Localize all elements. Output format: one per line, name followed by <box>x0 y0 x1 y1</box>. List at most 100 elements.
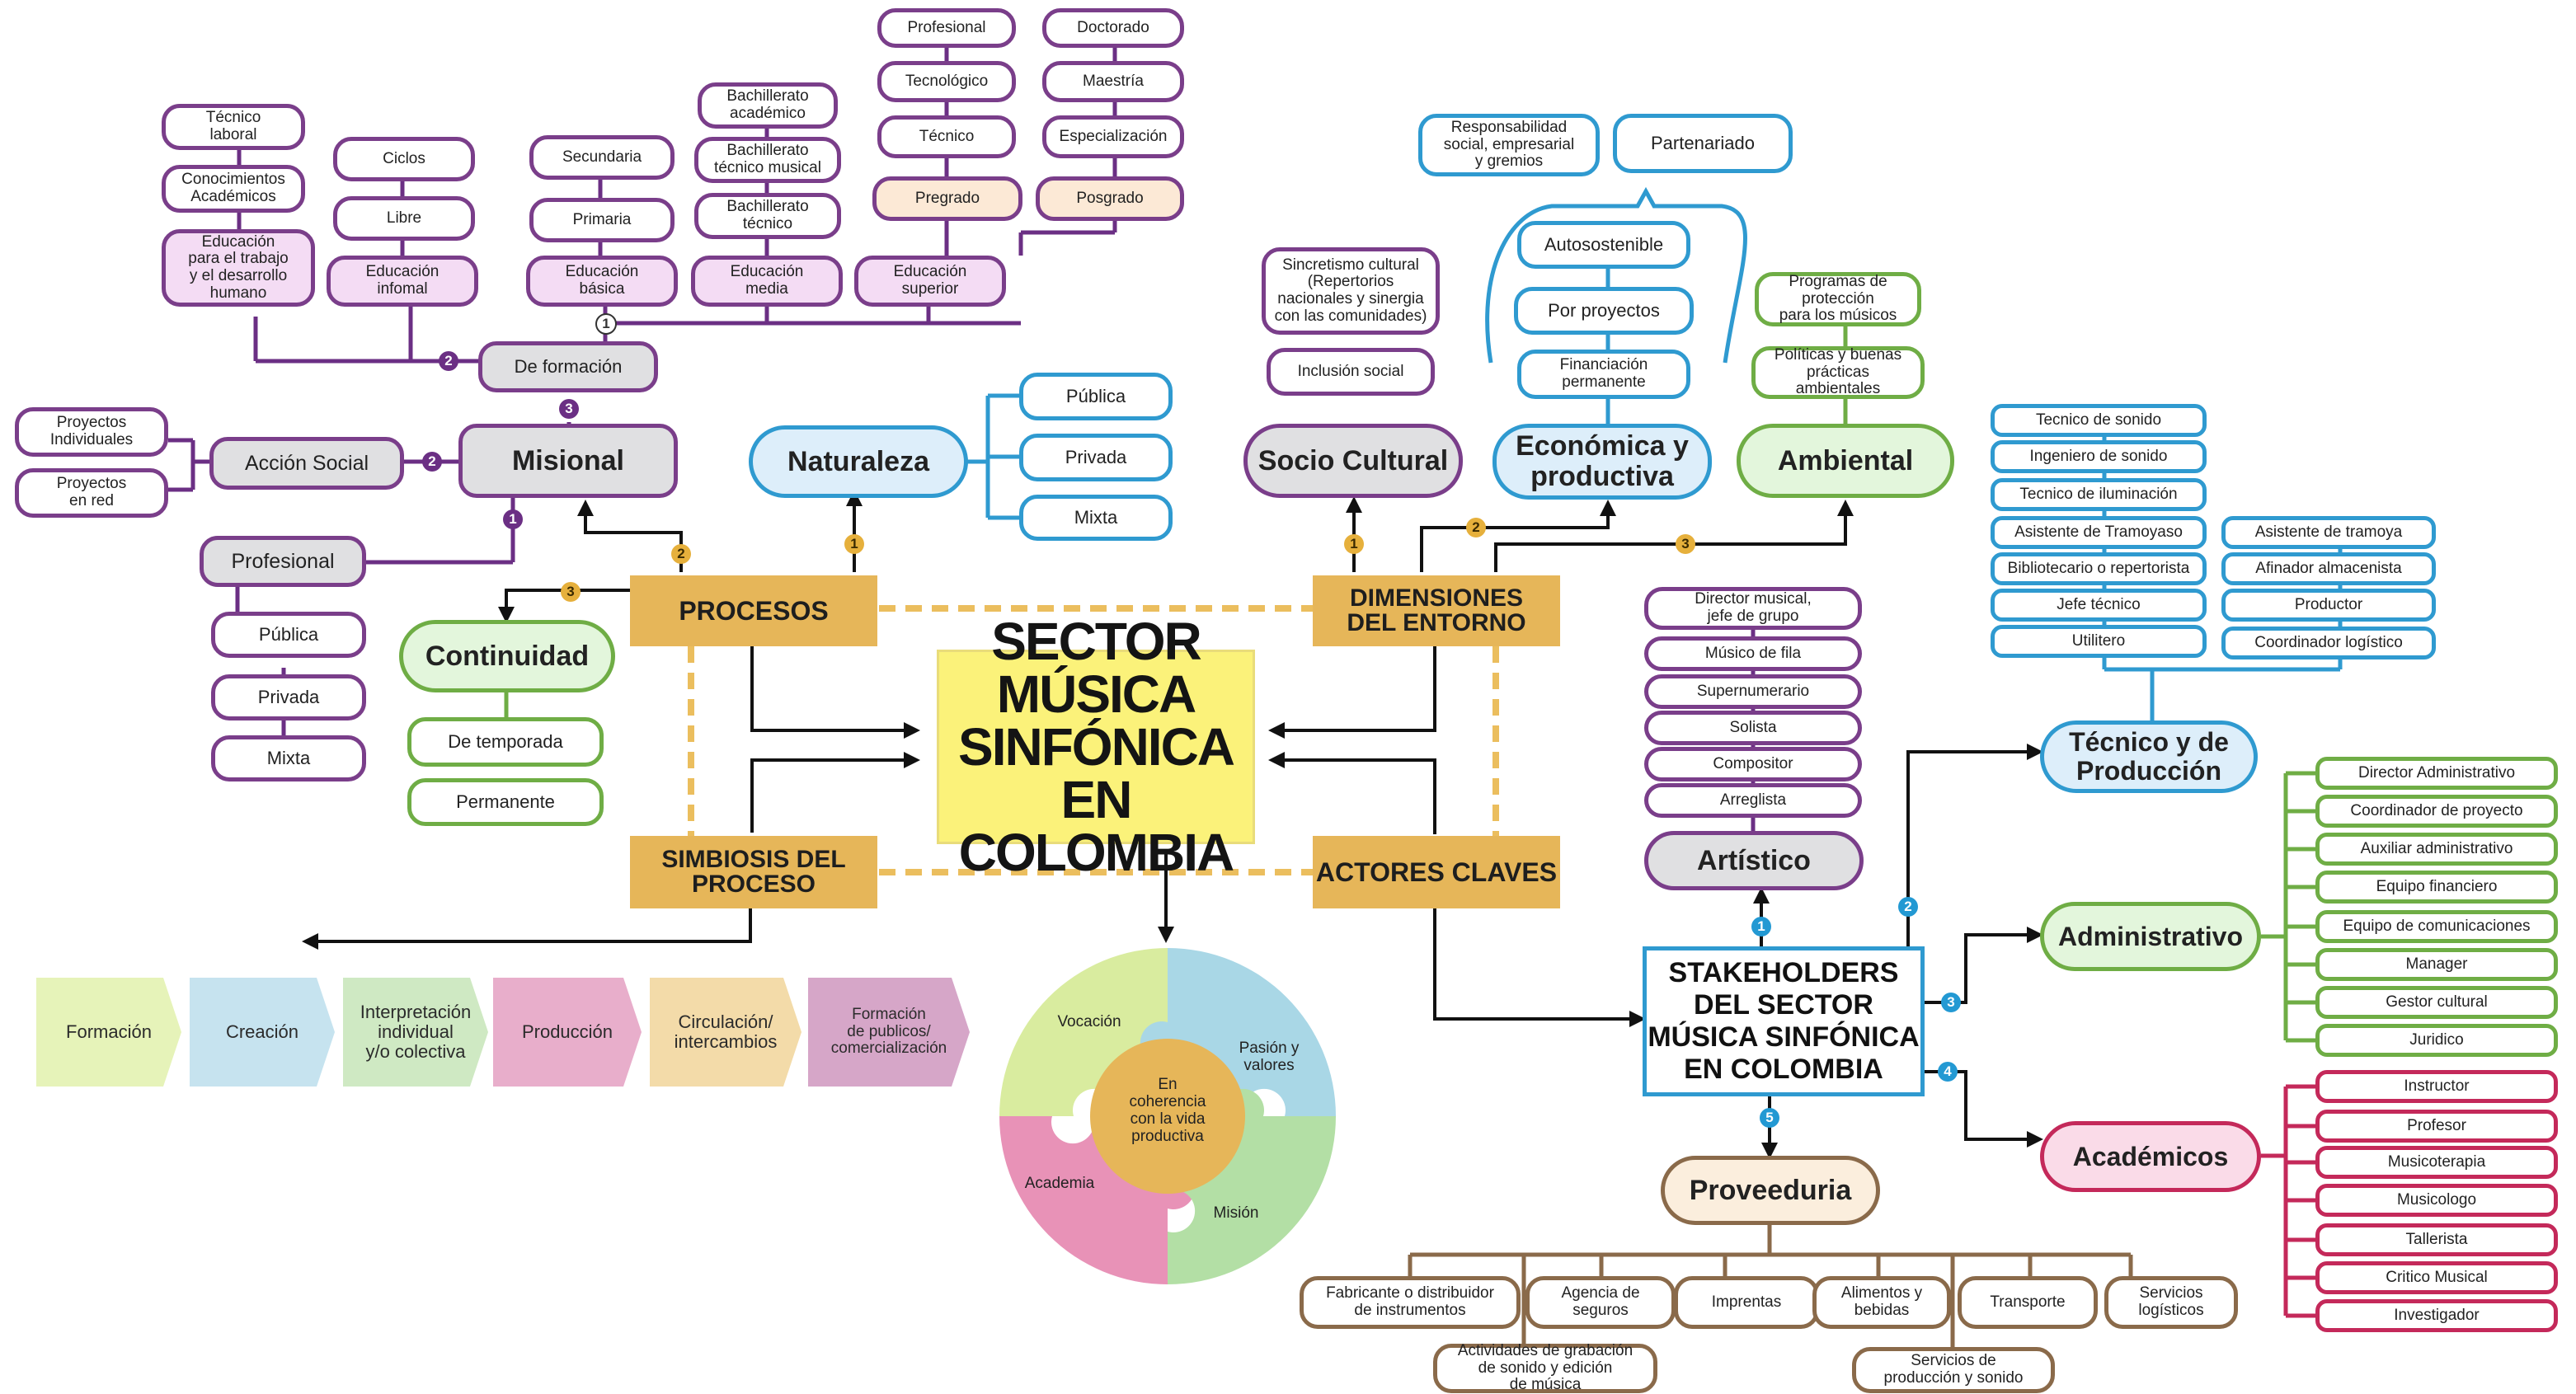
programas-node: Programas de protección para los músicos <box>1755 272 1921 326</box>
pillar-dimensiones: DIMENSIONES DEL ENTORNO <box>1313 575 1560 646</box>
autosostenible-node: Autosostenible <box>1517 221 1690 269</box>
primaria-node: Primaria <box>529 198 675 242</box>
bachillerato-academico-node: Bachillerato académico <box>698 82 838 129</box>
admin-item-4: Equipo financiero <box>2315 871 2558 904</box>
puzzle-center-label: En coherencia con la vida productiva <box>1129 1076 1206 1145</box>
profesional-privada: Privada <box>211 674 366 720</box>
tecnico-right-1: Asistente de tramoya <box>2221 516 2436 549</box>
educacion-basica-node: Educación básica <box>526 256 678 307</box>
naturaleza-node: Naturaleza <box>749 425 968 498</box>
proveeduria-item-6: Servicios de producción y sonido <box>1852 1347 2055 1393</box>
naturaleza-privada: Privada <box>1019 434 1173 481</box>
tecnico-left-5: Bibliotecario o repertorista <box>1991 552 2207 585</box>
badge-four: 4 <box>1938 1062 1958 1082</box>
misional-node: Misional <box>458 424 678 498</box>
naturaleza-mixta: Mixta <box>1019 495 1173 541</box>
badge-three: 3 <box>559 399 579 419</box>
badge-two: 2 <box>422 452 442 472</box>
badge-two: 2 <box>1466 518 1486 537</box>
tecnico-left-6: Jefe técnico <box>1991 589 2207 622</box>
por-proyectos-node: Por proyectos <box>1514 287 1694 335</box>
educacion-superior-node: Educación superior <box>854 256 1006 307</box>
academicos-item-7: Investigador <box>2315 1299 2558 1332</box>
tecnico-right-3: Productor <box>2221 589 2436 622</box>
artistico-item-6: Arreglista <box>1644 783 1862 818</box>
academicos-node: Académicos <box>2040 1121 2261 1192</box>
badge-two: 2 <box>1898 897 1918 917</box>
admin-item-8: Juridico <box>2315 1024 2558 1057</box>
especializacion-node: Especialización <box>1042 115 1184 158</box>
puzzle-vocacion-label: Vocación <box>1057 1013 1121 1030</box>
maestria-node: Maestría <box>1042 61 1184 102</box>
responsabilidad-node: Responsabilidad social, empresarial y gr… <box>1418 114 1600 176</box>
bachillerato-musical-node: Bachillerato técnico musical <box>694 137 841 183</box>
puzzle-academia-label: Academia <box>1024 1175 1095 1192</box>
artistico-item-5: Compositor <box>1644 747 1862 781</box>
continuidad-node: Continuidad <box>399 620 615 692</box>
financiacion-node: Financiación permanente <box>1517 350 1690 399</box>
tecnico-left-7: Utilitero <box>1991 625 2207 658</box>
profesional-publica: Pública <box>211 612 366 658</box>
libre-node: Libre <box>333 196 475 241</box>
pillar-simbiosis: SIMBIOSIS DEL PROCESO <box>630 836 877 908</box>
proyectos-en-red-node: Proyectos en red <box>15 468 168 518</box>
badge-three: 3 <box>561 582 581 602</box>
educacion-infomal-node: Educación infomal <box>327 256 478 307</box>
ciclos-node: Ciclos <box>333 137 475 181</box>
chain-formacion-publicos: Formación de publicos/ comercialización <box>808 978 970 1087</box>
economica-node: Económica y productiva <box>1492 424 1712 500</box>
academicos-item-5: Tallerista <box>2315 1223 2558 1256</box>
academicos-item-1: Instructor <box>2315 1070 2558 1103</box>
administrativo-node: Administrativo <box>2040 902 2261 971</box>
artistico-item-3: Supernumerario <box>1644 674 1862 709</box>
proveeduria-item-8: Servicios logísticos <box>2104 1276 2238 1329</box>
politicas-node: Políticas y buenas prácticas ambientales <box>1751 346 1925 399</box>
pillar-procesos: PROCESOS <box>630 575 877 646</box>
inclusion-social-node: Inclusión social <box>1267 348 1435 396</box>
proveeduria-item-5: Alimentos y bebidas <box>1812 1276 1951 1329</box>
tecnico-left-2: Ingeniero de sonido <box>1991 440 2207 473</box>
tecnico-right-2: Afinador almacenista <box>2221 552 2436 585</box>
badge-one: 1 <box>503 509 523 529</box>
naturaleza-publica: Pública <box>1019 373 1173 420</box>
pillar-actores: ACTORES CLAVES <box>1313 836 1560 908</box>
badge-one: 1 <box>844 534 864 554</box>
tecnico-left-3: Tecnico de iluminación <box>1991 478 2207 511</box>
proveeduria-item-3: Agencia de seguros <box>1525 1276 1676 1329</box>
admin-item-5: Equipo de comunicaciones <box>2315 910 2558 943</box>
badge-two: 2 <box>439 351 458 371</box>
badge-one: 1 <box>1751 917 1771 936</box>
partenariado-node: Partenariado <box>1613 114 1793 173</box>
educacion-media-node: Educación media <box>691 256 843 307</box>
conocimientos-node: Conocimientos Académicos <box>162 165 305 213</box>
badge-five: 5 <box>1760 1108 1779 1128</box>
de-formacion-node: De formación <box>478 341 658 392</box>
proveeduria-item-7: Transporte <box>1958 1276 2098 1329</box>
doctorado-node: Doctorado <box>1042 8 1184 48</box>
profesional-node: Profesional <box>200 536 366 587</box>
artistico-node: Artístico <box>1644 831 1864 890</box>
center-title: SECTOR MÚSICA SINFÓNICA EN COLOMBIA <box>937 615 1255 879</box>
tecnico-left-4: Asistente de Tramoyaso <box>1991 516 2207 549</box>
admin-item-2: Coordinador de proyecto <box>2315 795 2558 828</box>
chain-creacion: Creación <box>190 978 335 1087</box>
profesional-superior-node: Profesional <box>877 8 1016 48</box>
secundaria-node: Secundaria <box>529 135 675 180</box>
proveeduria-item-4: Imprentas <box>1674 1276 1819 1329</box>
chain-produccion: Producción <box>493 978 642 1087</box>
profesional-mixta: Mixta <box>211 735 366 781</box>
continuidad-permanente: Permanente <box>407 778 604 826</box>
tecnico-node: Técnico <box>877 115 1016 158</box>
proveeduria-node: Proveeduria <box>1661 1156 1880 1225</box>
artistico-item-2: Músico de fila <box>1644 636 1862 671</box>
chain-interpretacion: Interpretación individual y/o colectiva <box>343 978 488 1087</box>
academicos-item-6: Critico Musical <box>2315 1261 2558 1294</box>
proveeduria-item-1: Fabricante o distribuidor de instrumento… <box>1300 1276 1521 1329</box>
puzzle-mision-label: Misión <box>1213 1204 1259 1222</box>
chain-formacion: Formación <box>36 978 181 1087</box>
admin-item-6: Manager <box>2315 948 2558 981</box>
academicos-item-4: Musicologo <box>2315 1184 2558 1217</box>
academicos-item-2: Profesor <box>2315 1110 2558 1143</box>
badge-one: 1 <box>595 313 617 335</box>
badge-two: 2 <box>671 544 691 564</box>
